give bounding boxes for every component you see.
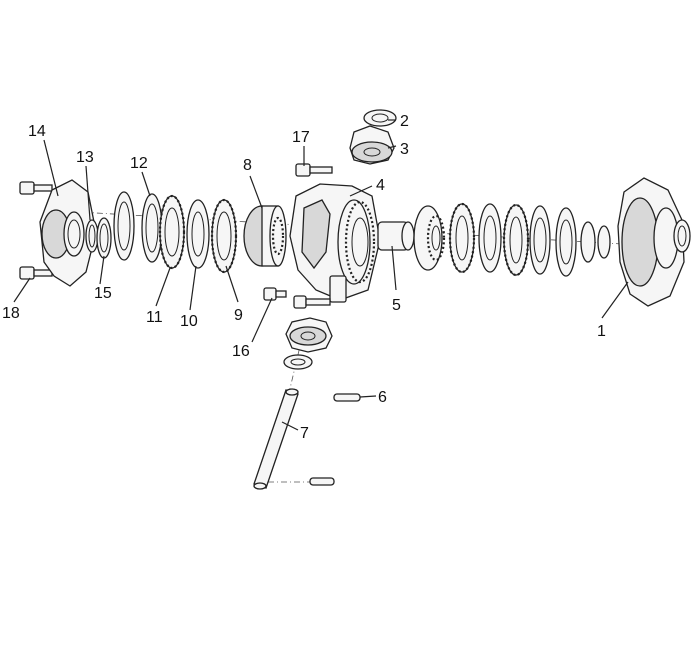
callout-10: 10 [180, 313, 198, 330]
callout-13: 13 [76, 149, 94, 166]
callout-1: 1 [597, 323, 606, 340]
lower-thrust-washer [283, 354, 313, 370]
callout-14: 14 [28, 123, 46, 140]
callout-5: 5 [392, 297, 401, 314]
callout-12: 12 [130, 155, 148, 172]
callout-2: 2 [400, 113, 409, 130]
part-6-roll-pin [333, 393, 361, 402]
part-8-side-gear [243, 205, 287, 267]
callout-6: 6 [378, 389, 387, 406]
right-side-gear [413, 205, 446, 271]
part-1-cover [617, 177, 691, 307]
part-12-shims [113, 191, 163, 263]
callout-16: 16 [232, 343, 250, 360]
callout-8: 8 [243, 157, 252, 174]
callout-7: 7 [300, 425, 309, 442]
lower-pinion-gear [285, 317, 333, 353]
part-18-bolts [19, 181, 53, 280]
part-4-differential-case [289, 183, 381, 303]
leader-lines [13, 119, 629, 431]
part-3-pinion-gear [349, 125, 395, 165]
part-5-pinion-stub [377, 221, 415, 251]
right-clutch-pack [448, 202, 611, 277]
part-15-washer [96, 217, 112, 259]
callout-11: 11 [146, 309, 163, 326]
part-13-snap-ring [85, 219, 99, 253]
callout-18: 18 [2, 305, 20, 322]
roll-pin-lower [309, 477, 335, 486]
part-17-bolt [295, 163, 333, 177]
part-2-thrust-washer [363, 109, 397, 127]
part-14-cover [39, 179, 97, 287]
callout-3: 3 [400, 141, 409, 158]
part-16-bolts [263, 287, 331, 309]
part-9-friction-disc [210, 198, 238, 274]
callout-4: 4 [376, 177, 385, 194]
part-10-steel-plate [186, 199, 210, 269]
callout-15: 15 [94, 285, 112, 302]
part-11-friction-disc [158, 194, 186, 270]
callout-9: 9 [234, 307, 243, 324]
part-7-cross-shaft [253, 388, 299, 490]
callout-17: 17 [292, 129, 310, 146]
